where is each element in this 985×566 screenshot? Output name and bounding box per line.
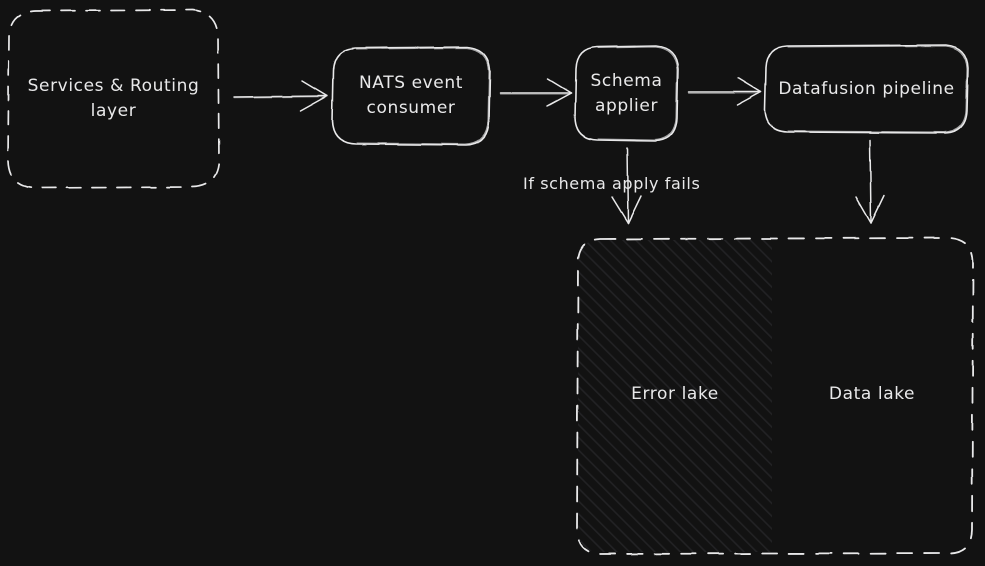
node-datafusion-pipeline[interactable] xyxy=(765,45,968,133)
node-nats-event-consumer[interactable] xyxy=(332,47,490,145)
arrow-schema-to-error-lake-icon[interactable] xyxy=(613,148,643,224)
arrow-services-to-nats-icon[interactable] xyxy=(234,84,329,112)
arrow-datafusion-to-data-lake-icon[interactable] xyxy=(856,140,886,224)
edge-label-if-schema-apply-fails: If schema apply fails xyxy=(523,174,701,193)
node-services-routing-layer[interactable] xyxy=(8,10,219,188)
arrow-schema-to-datafusion-icon[interactable] xyxy=(689,78,762,106)
arrow-nats-to-schema-icon[interactable] xyxy=(500,79,572,107)
node-data-lake[interactable] xyxy=(772,240,972,552)
node-schema-applier[interactable] xyxy=(575,46,678,141)
node-error-lake[interactable] xyxy=(578,240,772,552)
